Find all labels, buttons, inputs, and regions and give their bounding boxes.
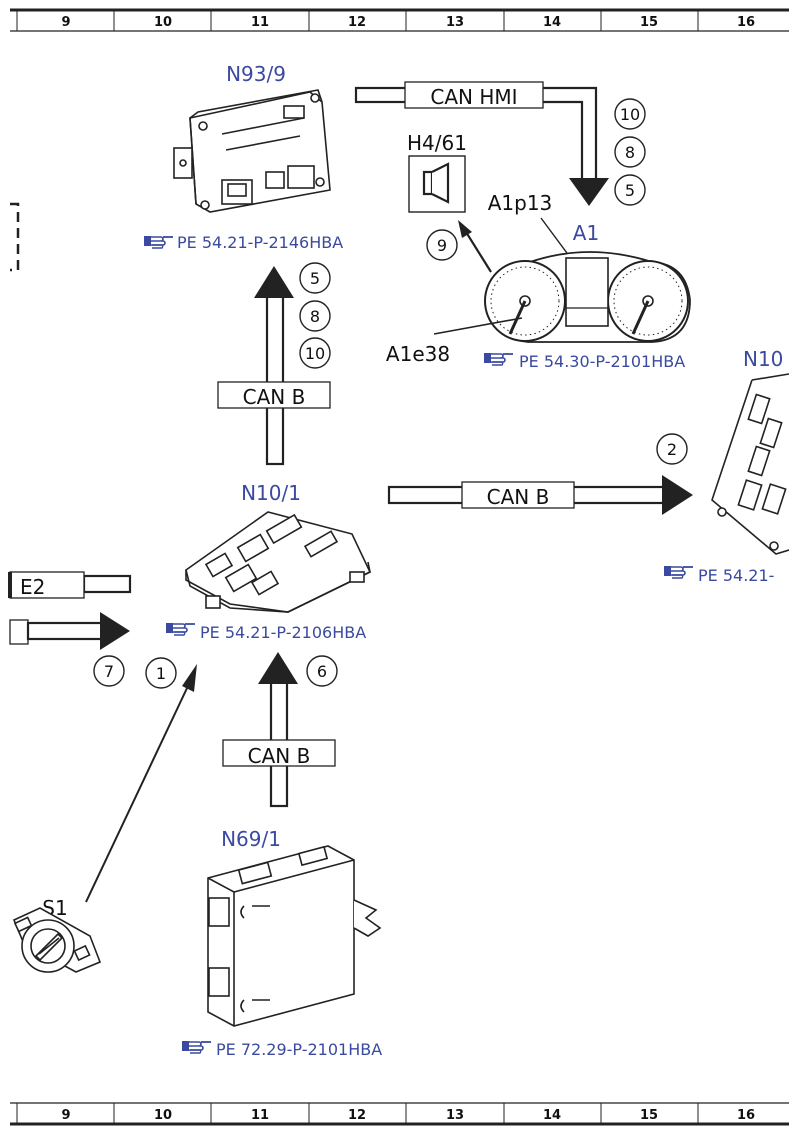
n93-9-ref-text: PE 54.21-P-2146HBA — [177, 233, 343, 252]
bottom-circle-6: 6 — [306, 655, 338, 687]
can-b-up-label-box: CAN B — [217, 381, 331, 409]
svg-text:8: 8 — [625, 143, 635, 162]
svg-text:9: 9 — [437, 236, 447, 255]
n10-1-label: N10/1 — [241, 481, 301, 505]
a1-to-h4-arrow — [458, 220, 492, 273]
up-circle-8: 8 — [299, 300, 331, 332]
grid-number-9: 9 — [61, 1108, 70, 1123]
n10-1-ref-text: PE 54.21-P-2106HBA — [200, 623, 366, 642]
can-b-bottom-label: CAN B — [248, 744, 311, 768]
grid-number-10: 10 — [154, 15, 172, 30]
a1-circle-9: 9 — [426, 229, 458, 261]
hand-pointer-icon — [483, 352, 514, 366]
svg-text:10: 10 — [620, 105, 640, 124]
n10-1-ref[interactable]: PE 54.21-P-2106HBA — [165, 622, 366, 642]
n10-partial-module[interactable] — [711, 373, 789, 555]
can-b-right-label-box: CAN B — [461, 481, 575, 509]
grid-number-10: 10 — [154, 1108, 172, 1123]
n93-9-module[interactable] — [173, 89, 331, 213]
n69-1-ref-text: PE 72.29-P-2101HBA — [216, 1040, 382, 1059]
can-hmi-arrowhead — [569, 178, 609, 206]
grid-number-15: 15 — [640, 1108, 658, 1123]
hand-pointer-icon — [143, 235, 174, 249]
svg-text:7: 7 — [104, 662, 114, 681]
n69-1-label: N69/1 — [221, 827, 281, 851]
n93-9-label: N93/9 — [226, 62, 286, 86]
svg-text:6: 6 — [317, 662, 327, 681]
grid-number-13: 13 — [446, 15, 464, 30]
a1-ref[interactable]: PE 54.30-P-2101HBA — [483, 352, 685, 371]
n69-1-module[interactable] — [207, 845, 382, 1027]
a1p13-label: A1p13 — [488, 191, 553, 215]
a1-ref-text: PE 54.30-P-2101HBA — [519, 352, 685, 371]
n10-partial-ref-text: PE 54.21- — [698, 566, 774, 585]
a1p13-display — [565, 257, 609, 327]
hand-pointer-icon — [663, 565, 694, 579]
up-circle-10: 10 — [299, 337, 331, 369]
s1-ignition-switch[interactable] — [12, 907, 102, 973]
grid-number-11: 11 — [251, 1108, 269, 1123]
s1-circle-1: 1 — [145, 657, 177, 689]
can-b-up-label: CAN B — [243, 385, 306, 409]
can-b-right-arrowhead — [662, 475, 693, 515]
e2-line: E2 — [8, 571, 132, 599]
grid-number-11: 11 — [251, 15, 269, 30]
grid-number-16: 16 — [737, 15, 755, 30]
n10-1-module[interactable] — [185, 511, 372, 613]
svg-text:10: 10 — [305, 344, 325, 363]
grid-number-9: 9 — [61, 15, 70, 30]
grid-number-13: 13 — [446, 1108, 464, 1123]
grid-number-15: 15 — [640, 15, 658, 30]
bottom-grid-bar: 9 10 11 12 13 14 15 16 — [10, 1102, 789, 1126]
hmi-circle-5: 5 — [614, 174, 646, 206]
e2-partial-label: E2 — [20, 575, 45, 599]
svg-text:1: 1 — [156, 664, 166, 683]
up-circle-5: 5 — [299, 262, 331, 294]
right-circle-2: 2 — [656, 433, 688, 465]
left-dashed-bracket — [10, 202, 20, 272]
can-b-bottom-arrowhead — [258, 652, 298, 684]
can-b-bottom-line — [258, 652, 298, 808]
can-hmi-label: CAN HMI — [430, 85, 517, 109]
left-circle-7: 7 — [93, 655, 125, 687]
can-b-up-arrowhead — [254, 266, 294, 298]
hand-pointer-icon — [165, 622, 196, 636]
hand-pointer-icon — [181, 1040, 212, 1054]
grid-number-16: 16 — [737, 1108, 755, 1123]
grid-number-14: 14 — [543, 1108, 561, 1123]
svg-text:5: 5 — [310, 269, 320, 288]
grid-number-12: 12 — [348, 15, 366, 30]
svg-text:2: 2 — [667, 440, 677, 459]
can-b-right-label: CAN B — [487, 485, 550, 509]
left-input-arrowhead — [100, 612, 130, 650]
n10-partial-label: N10 — [743, 347, 783, 371]
h4-61-label: H4/61 — [407, 131, 467, 155]
can-b-bottom-label-box: CAN B — [222, 739, 336, 768]
a1-instrument-cluster[interactable] — [484, 251, 691, 343]
hmi-circle-8: 8 — [614, 136, 646, 168]
a1-label: A1 — [573, 221, 599, 245]
top-grid-bar: 9 10 11 12 13 14 15 16 — [10, 8, 789, 32]
grid-number-14: 14 — [543, 15, 561, 30]
svg-text:5: 5 — [625, 181, 635, 200]
s1-to-n10-arrow — [85, 664, 197, 903]
grid-number-12: 12 — [348, 1108, 366, 1123]
n93-9-ref[interactable]: PE 54.21-P-2146HBA — [143, 233, 343, 252]
n10-partial-ref[interactable]: PE 54.21- — [663, 565, 774, 585]
n69-1-ref[interactable]: PE 72.29-P-2101HBA — [181, 1040, 382, 1059]
svg-text:8: 8 — [310, 307, 320, 326]
a1e38-label: A1e38 — [386, 342, 450, 366]
can-hmi-label-box: CAN HMI — [404, 81, 544, 109]
hmi-circle-10: 10 — [614, 98, 646, 130]
can-b-up-line — [254, 266, 294, 466]
h4-61-speaker[interactable] — [408, 155, 466, 213]
left-input-line — [9, 612, 130, 650]
speaker-icon — [422, 162, 450, 204]
can-hmi-line — [354, 86, 609, 206]
